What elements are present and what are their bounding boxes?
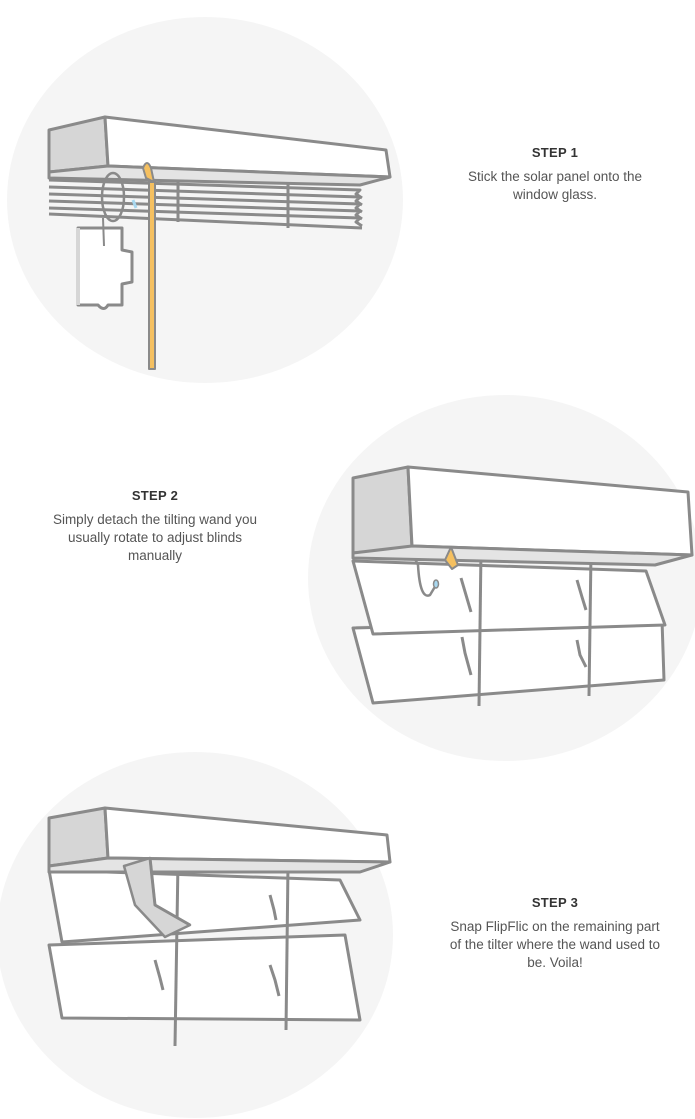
step-3-text: Snap FlipFlic on the remaining part of t… <box>449 919 661 970</box>
step1-slats <box>48 178 363 230</box>
step-1-title: STEP 1 <box>531 145 579 160</box>
step3-slat-upper <box>47 868 362 944</box>
step-3: STEP 3 Snap FlipFlic on the remaining pa… <box>425 895 685 972</box>
step3-headrail-side <box>47 806 110 868</box>
step-2-text: Simply detach the tilting wand you usual… <box>52 512 258 563</box>
step2-illustration <box>308 395 695 761</box>
step1-illustration <box>7 17 403 383</box>
step-2: STEP 2 Simply detach the tilting wand yo… <box>25 488 285 565</box>
solar-panel <box>76 226 134 310</box>
step3-slat-lower <box>47 933 362 1022</box>
tilting-wand <box>148 181 156 370</box>
step-1: STEP 1 Stick the solar panel onto the wi… <box>425 145 685 204</box>
step-3-title: STEP 3 <box>531 895 579 910</box>
detached-wand-end <box>444 546 459 570</box>
step-2-title: STEP 2 <box>131 488 179 503</box>
step3-illustration <box>0 752 393 1118</box>
step2-headrail-side <box>351 465 414 555</box>
step2-slat-upper <box>351 559 667 636</box>
step-1-text: Stick the solar panel onto the window gl… <box>467 169 643 202</box>
